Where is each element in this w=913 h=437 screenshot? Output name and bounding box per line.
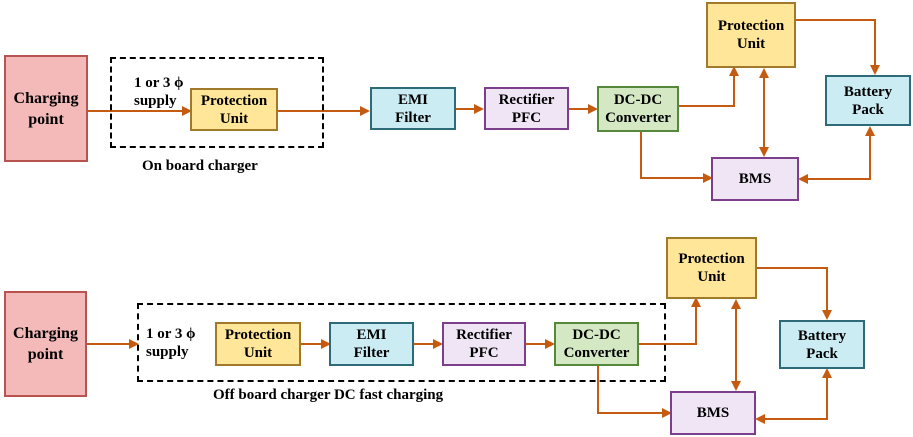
rectifier-pfc-box: Rectifier PFC <box>484 87 569 130</box>
wire2-protection-top-to-battery <box>757 267 832 320</box>
bms-box: BMS <box>711 157 799 201</box>
charging-point-box-2: Charging point <box>4 291 87 397</box>
protection-unit-top-box: Protection Unit <box>706 2 796 68</box>
supply-label: 1 or 3 ϕ supply <box>134 75 184 109</box>
protection-unit-box-2: Protection Unit <box>215 322 301 366</box>
protection-unit-box: Protection Unit <box>190 88 278 131</box>
onboard-charger-caption: On board charger <box>142 158 258 174</box>
wire-protection-top-to-battery <box>796 19 880 75</box>
protection-unit-top-box-2: Protection Unit <box>666 237 757 299</box>
onboard-charger-boundary <box>110 57 324 148</box>
wire2-dcdc-to-protection-top <box>639 297 701 345</box>
supply-label-2: 1 or 3 ϕ supply <box>146 326 196 360</box>
battery-pack-box: Battery Pack <box>825 75 911 126</box>
dcdc-converter-box: DC-DC Converter <box>597 86 679 132</box>
wire2-bms-battery-bidirectional <box>755 368 832 424</box>
wire-dcdc-to-bms <box>640 132 713 183</box>
wire-bms-battery-bidirectional <box>798 126 875 184</box>
bms-box-2: BMS <box>670 391 756 435</box>
offboard-charger-boundary <box>137 303 666 382</box>
dcdc-converter-box-2: DC-DC Converter <box>554 322 639 366</box>
battery-pack-box-2: Battery Pack <box>779 320 865 369</box>
charging-point-label-line1: Charging <box>13 89 79 107</box>
emi-filter-box: EMI Filter <box>370 87 456 130</box>
charging-point-box: Charging point <box>4 55 88 162</box>
charging-point-label-line2: point <box>28 110 64 128</box>
rectifier-pfc-box-2: Rectifier PFC <box>442 322 526 366</box>
wire-dcdc-to-protection-top <box>678 66 739 107</box>
offboard-charger-caption: Off board charger DC fast charging <box>213 387 444 403</box>
emi-filter-box-2: EMI Filter <box>329 322 414 366</box>
